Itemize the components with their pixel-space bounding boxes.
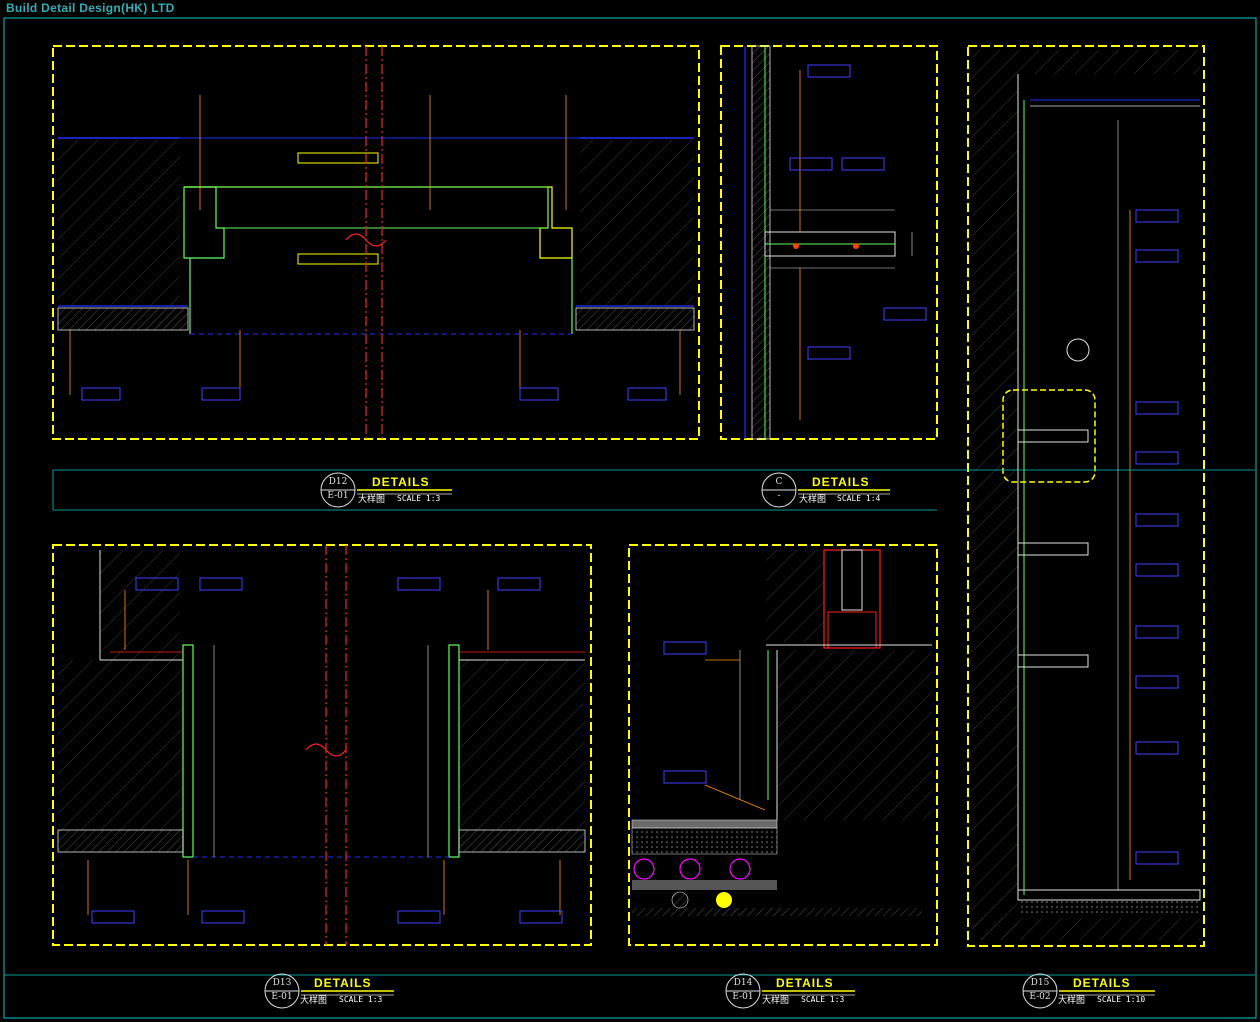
d13-scale: SCALE 1:3 (339, 995, 383, 1004)
detail-d13-panel (52, 544, 592, 946)
d13-subtitle: 大样图 (300, 996, 328, 1006)
d12-sheet: E-01 (327, 491, 349, 501)
d14-title: DETAILS (776, 976, 834, 990)
detail-d15-panel (967, 45, 1205, 947)
d14-subtitle: 大样图 (762, 996, 790, 1006)
title-marker-d15 (1022, 973, 1155, 1009)
d15-code: D15 (1030, 978, 1050, 988)
title-marker-d12 (320, 472, 452, 508)
c-title: DETAILS (812, 475, 870, 489)
c-subtitle: 大样图 (799, 495, 827, 505)
detail-d13-frame (52, 544, 592, 946)
d13-title: DETAILS (314, 976, 372, 990)
detail-c-frame (720, 45, 938, 440)
d13-code: D13 (272, 978, 292, 988)
d15-scale: SCALE 1:10 (1097, 995, 1146, 1004)
detail-d14-panel (628, 544, 938, 946)
company-name: Build Detail Design(HK) LTD (6, 1, 175, 15)
d14-sheet: E-01 (732, 992, 754, 1002)
title-marker-d14 (725, 973, 855, 1009)
detail-d14-frame (628, 544, 938, 946)
d14-code: D14 (733, 978, 753, 988)
detail-d15-frame (967, 45, 1205, 947)
c-scale: SCALE 1:4 (837, 494, 881, 503)
detail-c-panel (720, 45, 938, 440)
detail-d12-panel (52, 45, 700, 440)
c-code: C (775, 477, 783, 487)
d12-subtitle: 大样图 (358, 495, 386, 505)
d15-subtitle: 大样图 (1058, 996, 1086, 1006)
sheet-border (3, 17, 1257, 1019)
title-marker-c (761, 472, 890, 508)
d14-scale: SCALE 1:3 (801, 995, 845, 1004)
d12-code: D12 (328, 477, 348, 487)
d13-sheet: E-01 (271, 992, 293, 1002)
title-marker-d13 (264, 973, 394, 1009)
wall-right (580, 140, 694, 305)
d12-scale: SCALE 1:3 (397, 494, 441, 503)
d15-sheet: E-02 (1029, 992, 1051, 1002)
d12-title: DETAILS (372, 475, 430, 489)
d15-title: DETAILS (1073, 976, 1131, 990)
c-sheet: - (777, 491, 781, 501)
wall-left (58, 140, 180, 305)
